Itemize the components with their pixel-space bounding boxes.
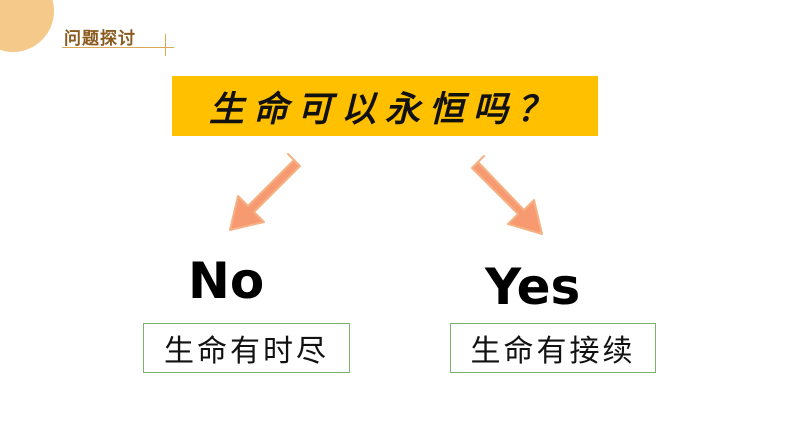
title-divider [165, 34, 166, 56]
question-text: 生命可以永恒吗？ [208, 88, 561, 130]
arrow-down-right-icon [471, 155, 543, 235]
arrow-down-left-icon [229, 153, 301, 231]
answer-yes-explanation: 生命有接续 [470, 334, 636, 369]
answer-yes: Yes [485, 258, 581, 316]
answer-no: No [188, 252, 265, 310]
answer-box-yes: 生命有接续 [450, 323, 656, 373]
title-underline [62, 47, 174, 48]
section-title: 问题探讨 [64, 29, 136, 49]
corner-decoration [0, 0, 54, 52]
answer-box-no: 生命有时尽 [143, 323, 350, 373]
answer-no-explanation: 生命有时尽 [164, 334, 329, 369]
question-banner: 生命可以永恒吗？ [172, 76, 598, 136]
